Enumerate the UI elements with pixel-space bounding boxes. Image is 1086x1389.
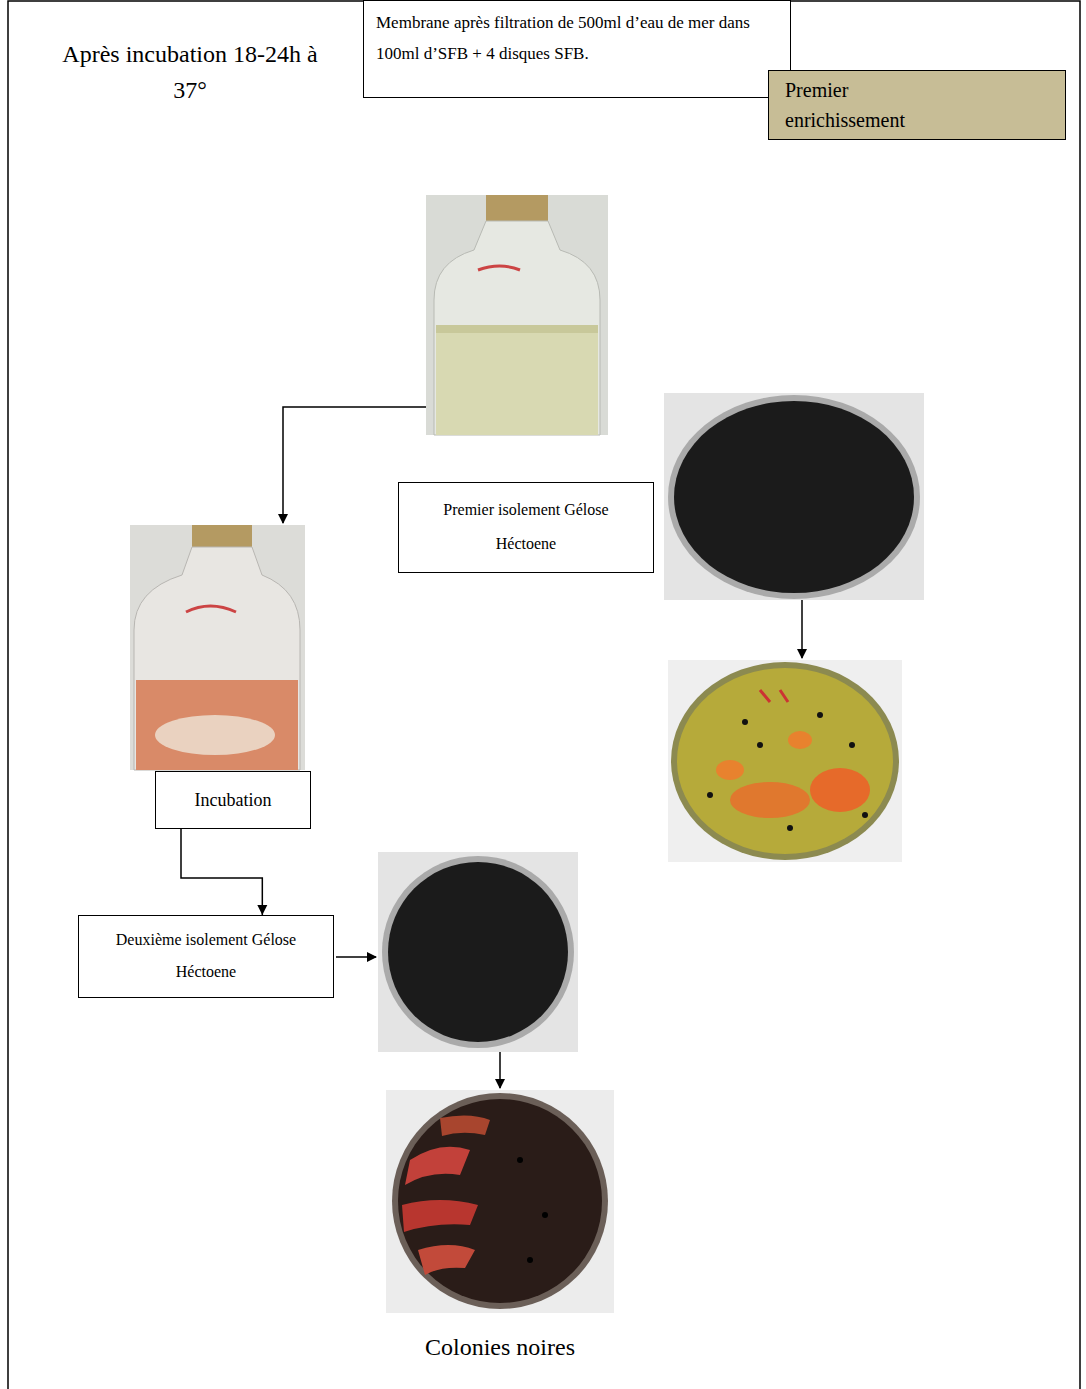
bottle-liquid (136, 680, 298, 770)
node-text: Membrane après filtration de 500ml d’eau… (376, 7, 778, 69)
flow-connector (181, 829, 262, 915)
red-streak (418, 1245, 475, 1275)
outer-frame (8, 1, 1080, 1389)
photo-ground (426, 195, 608, 435)
node-text: Premier isolement Gélose Héctoene (413, 493, 639, 561)
petri-dish-photo (386, 1090, 614, 1313)
bottle-liquid (436, 330, 598, 435)
handwritten-mark (478, 266, 520, 270)
arrow-head (257, 905, 267, 915)
photo-ground (130, 525, 305, 770)
black-colony (862, 812, 868, 818)
node-text: Deuxième isolement Gélose Héctoene (91, 924, 321, 988)
orange-colonies (810, 768, 870, 812)
caption-label: Colonies noires (380, 1330, 620, 1364)
stage-banner: Premier enrichissement (768, 70, 1066, 140)
red-streak (405, 1147, 470, 1185)
black-colony (527, 1257, 533, 1263)
step-box: Premier isolement Gélose Héctoene (398, 482, 654, 573)
bottle-photo (426, 195, 608, 435)
flow-arrow (336, 956, 376, 958)
bottle-glass (434, 221, 600, 435)
black-colony (757, 742, 763, 748)
liquid-surface (436, 325, 598, 333)
liquid-reflection (155, 715, 275, 755)
red-streak (402, 1200, 478, 1232)
black-colony (849, 742, 855, 748)
flow-arrow (499, 1052, 501, 1088)
bottle-glass (134, 547, 300, 770)
caption-label: Après incubation 18-24h à 37° (55, 36, 325, 108)
handwritten-mark (760, 690, 788, 702)
flow-arrow (801, 600, 803, 658)
step-box: Incubation (155, 771, 311, 829)
hektoen-agar (677, 668, 893, 854)
photo-ground (668, 660, 902, 862)
dish-rim (392, 1093, 608, 1309)
orange-colonies (788, 731, 812, 749)
photo-ground (378, 852, 578, 1052)
handwritten-mark (186, 606, 236, 612)
dark-agar (674, 401, 914, 593)
black-colony (517, 1157, 523, 1163)
orange-colonies (730, 782, 810, 818)
red-streak (440, 1115, 490, 1136)
dish-rim (668, 395, 920, 599)
node-text: Premier enrichissement (785, 75, 945, 135)
photo-ground (664, 393, 924, 600)
dish-rim (382, 856, 574, 1048)
dark-agar (388, 862, 568, 1042)
black-colony (707, 792, 713, 798)
petri-dish-photo (378, 852, 578, 1052)
black-colony (817, 712, 823, 718)
step-box: Deuxième isolement Gélose Héctoene (78, 915, 334, 998)
black-colony (787, 825, 793, 831)
dish-rim (671, 662, 899, 860)
photo-ground (386, 1090, 614, 1313)
bottle-photo (130, 525, 305, 770)
petri-dish-photo (668, 660, 902, 862)
petri-dish-photo (664, 393, 924, 600)
node-text: Incubation (166, 786, 300, 814)
bottle-cap (486, 195, 548, 221)
orange-colonies (716, 760, 744, 780)
black-colony (542, 1212, 548, 1218)
bottle-cap (192, 525, 252, 547)
dark-agar (398, 1099, 602, 1303)
black-colony (742, 719, 748, 725)
step-box: Membrane après filtration de 500ml d’eau… (363, 0, 791, 98)
